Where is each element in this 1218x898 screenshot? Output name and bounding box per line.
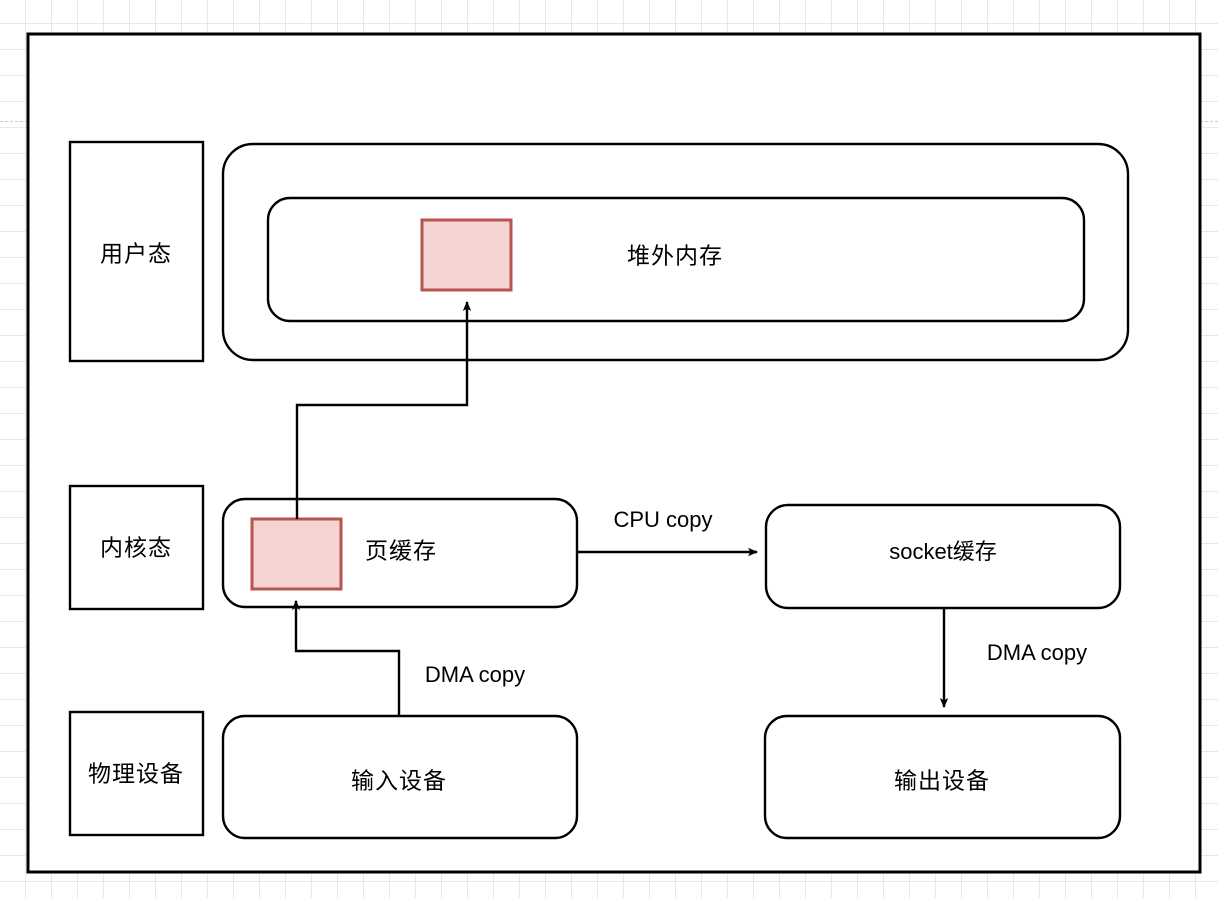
box-label-input-device: 输入设备	[351, 768, 447, 795]
box-label-page-cache: 页缓存	[365, 538, 437, 565]
lane-label-user-mode: 用户态	[100, 241, 172, 268]
highlight-offheap-data-block	[420, 218, 513, 292]
edge-label-cpu-copy: CPU copy	[613, 507, 713, 532]
lane-box-user-mode	[68, 140, 205, 363]
edge-pagecache-to-offheap	[295, 301, 472, 519]
lane-box-kernel-mode	[68, 484, 205, 611]
box-output-device[interactable]	[763, 714, 1122, 840]
highlight-pagecache-data-block	[250, 517, 343, 591]
lane-box-physical-device	[68, 710, 205, 837]
box-label-socket-buffer: socket缓存	[889, 539, 997, 564]
edge-label-dma-copy-input: DMA copy	[424, 662, 526, 687]
lane-label-kernel-mode: 内核态	[100, 535, 172, 562]
edge-label-dma-copy-output: DMA copy	[986, 640, 1088, 665]
box-label-output-device: 输出设备	[894, 768, 990, 795]
edge-dma-copy-input	[291, 600, 401, 716]
box-label-offheap-memory: 堆外内存	[627, 243, 723, 270]
lane-label-physical-device: 物理设备	[88, 761, 184, 788]
